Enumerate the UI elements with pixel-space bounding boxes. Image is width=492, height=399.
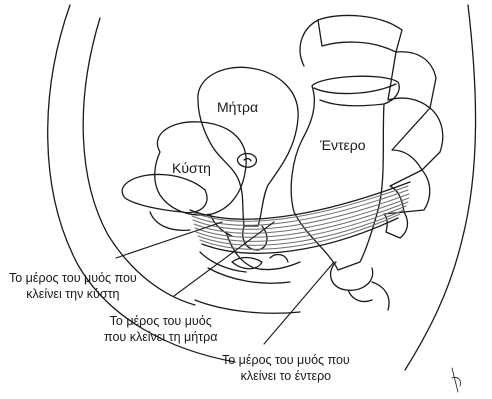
uterus-label: Μήτρα: [217, 99, 258, 115]
callout-line: κλείνει την κύστη: [9, 286, 137, 302]
sacrum-vertebrae: [300, 15, 443, 238]
bladder-label: Κύστη: [172, 160, 211, 176]
pubic-bone: [122, 174, 207, 212]
callout-line: Το μέρος του μυός: [104, 313, 217, 329]
bowel-label: Έντερο: [320, 137, 366, 153]
artist-signature: [452, 368, 461, 392]
callout-line: που κλείνει τη μήτρα: [104, 329, 217, 345]
uterus-muscle-callout: Το μέρος του μυός που κλείνει τη μήτρα: [104, 313, 217, 345]
callout-line: Το μέρος του μυός που: [222, 352, 350, 368]
abdomen-outline: [48, 5, 235, 362]
uterus-shape: [198, 67, 298, 226]
back-outline: [405, 5, 476, 370]
ovary-shape: [237, 154, 256, 168]
callout-line: Το μέρος του μυός που: [9, 270, 137, 286]
callout-line: κλείνει το έντερο: [222, 368, 350, 384]
anal-canal: [331, 262, 373, 290]
bladder-muscle-callout: Το μέρος του μυός που κλείνει την κύστη: [9, 270, 137, 302]
bowel-muscle-callout: Το μέρος του μυός που κλείνει το έντερο: [222, 352, 350, 384]
